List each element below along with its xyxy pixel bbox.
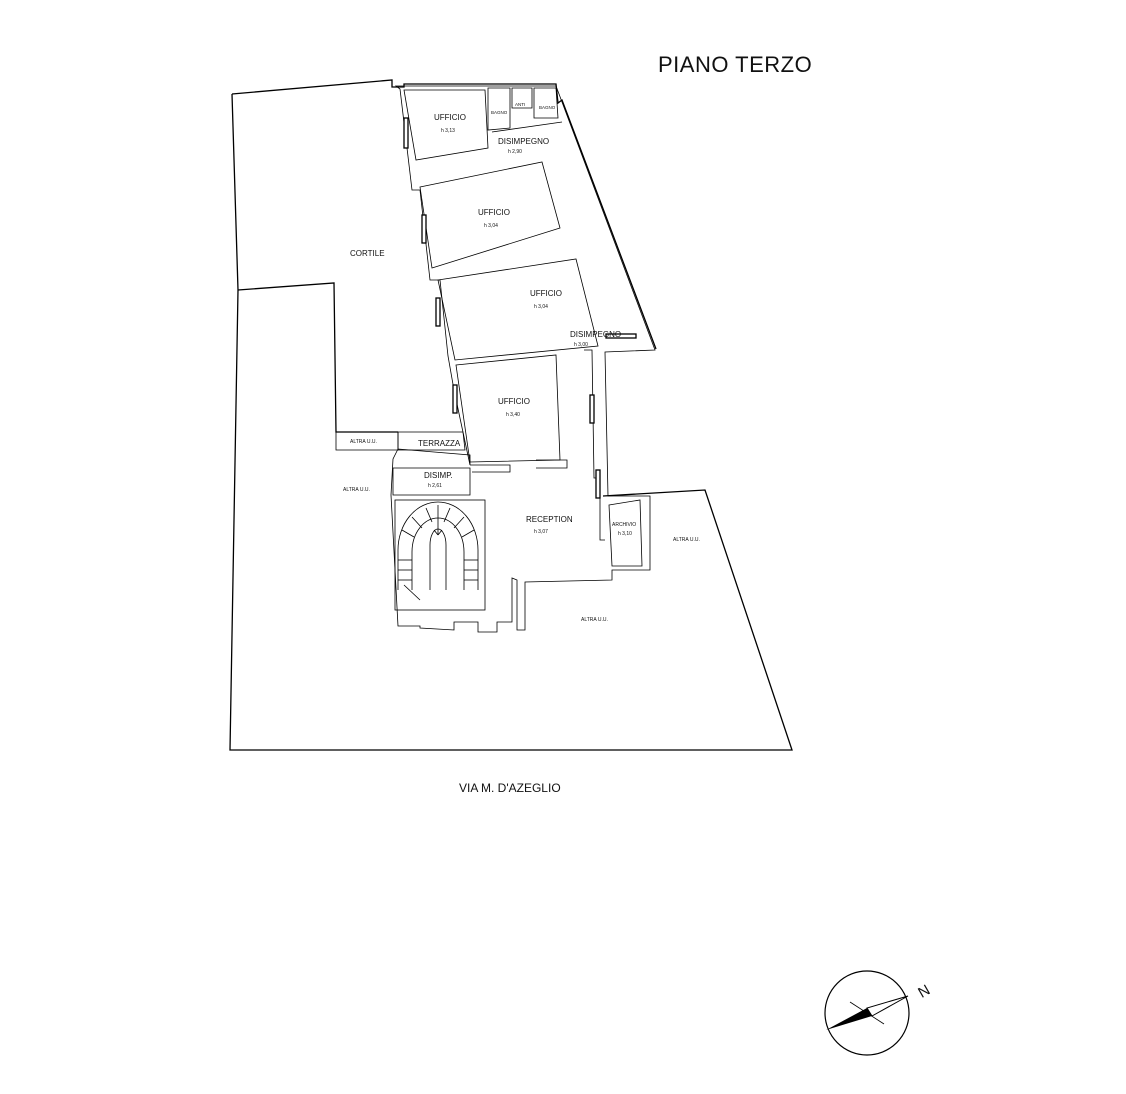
disimpegno-wall [491, 121, 563, 133]
room-disimpegno-2-name: DISIMPEGNO [570, 330, 621, 339]
reception-walls [470, 464, 511, 473]
room-altra-uu-2-label: ALTRA U.U. [343, 487, 370, 493]
altra-uu-small-walls [335, 431, 399, 451]
room-bagno2-walls [533, 87, 559, 119]
room-ufficio-3-height: h 3,04 [534, 304, 548, 310]
window-mark [435, 297, 441, 327]
staircase [394, 499, 486, 611]
window-mark [403, 117, 409, 149]
courtyard-boundary [237, 282, 398, 433]
room-ufficio-1-walls [403, 89, 489, 161]
lot-boundary-bottom [229, 93, 793, 751]
building-outline [390, 85, 656, 633]
room-altra-uu-1-label: ALTRA U.U. [350, 439, 377, 445]
room-ufficio-2-name: UFFICIO [478, 208, 510, 217]
room-ufficio-4-walls [455, 354, 561, 463]
compass-north-label: N [915, 982, 933, 1002]
window-mark [605, 333, 637, 339]
room-ufficio-1-height: h 3,13 [441, 128, 455, 134]
room-disimpegno-2-height: h 3,00 [574, 342, 588, 348]
room-ufficio-4-height: h 3,40 [506, 412, 520, 418]
room-archivio-name: ARCHIVIO [612, 522, 636, 528]
room-cortile-label: CORTILE [350, 249, 385, 258]
room-disimp-name: DISIMP. [424, 471, 453, 480]
room-altra-uu-3-label: ALTRA U.U. [673, 537, 700, 543]
room-ufficio-3-name: UFFICIO [530, 289, 562, 298]
room-bagno-label: BAGNO [491, 110, 508, 115]
reception-walls-2 [536, 459, 568, 469]
room-bagno-walls [487, 87, 511, 131]
room-archivio-height: h 3,10 [618, 531, 632, 537]
window-mark [452, 384, 458, 414]
room-reception-height: h 3,07 [534, 529, 548, 535]
room-ufficio-4-name: UFFICIO [498, 397, 530, 406]
room-disimpegno-1-height: h 2,90 [508, 149, 522, 155]
room-ufficio-1-name: UFFICIO [434, 113, 466, 122]
room-reception-name: RECEPTION [526, 515, 573, 524]
room-disimp-walls [392, 467, 471, 496]
room-ufficio-2-height: h 3,04 [484, 223, 498, 229]
lot-boundary [231, 79, 657, 350]
room-ufficio-3-walls [437, 258, 599, 361]
room-disimpegno-1-name: DISIMPEGNO [498, 137, 549, 146]
window-mark [421, 214, 427, 244]
room-terrazza-label: TERRAZZA [418, 439, 461, 448]
room-anti-walls [511, 87, 533, 109]
room-archivio-walls [608, 499, 643, 567]
room-ufficio-2-walls [419, 161, 561, 269]
page-title: PIANO TERZO [658, 52, 813, 77]
street-label: VIA M. D'AZEGLIO [459, 781, 561, 795]
compass-rose: N [824, 970, 933, 1056]
north-arrow-icon [826, 1008, 872, 1030]
room-anti-label: ANTI [515, 102, 525, 107]
corridor-wall [584, 349, 605, 541]
room-disimp-height: h 2,61 [428, 483, 442, 489]
window-mark [595, 469, 601, 499]
room-bagno2-label: BAGNO [539, 105, 556, 110]
room-altra-uu-4-label: ALTRA U.U. [581, 617, 608, 623]
window-mark [589, 394, 595, 424]
